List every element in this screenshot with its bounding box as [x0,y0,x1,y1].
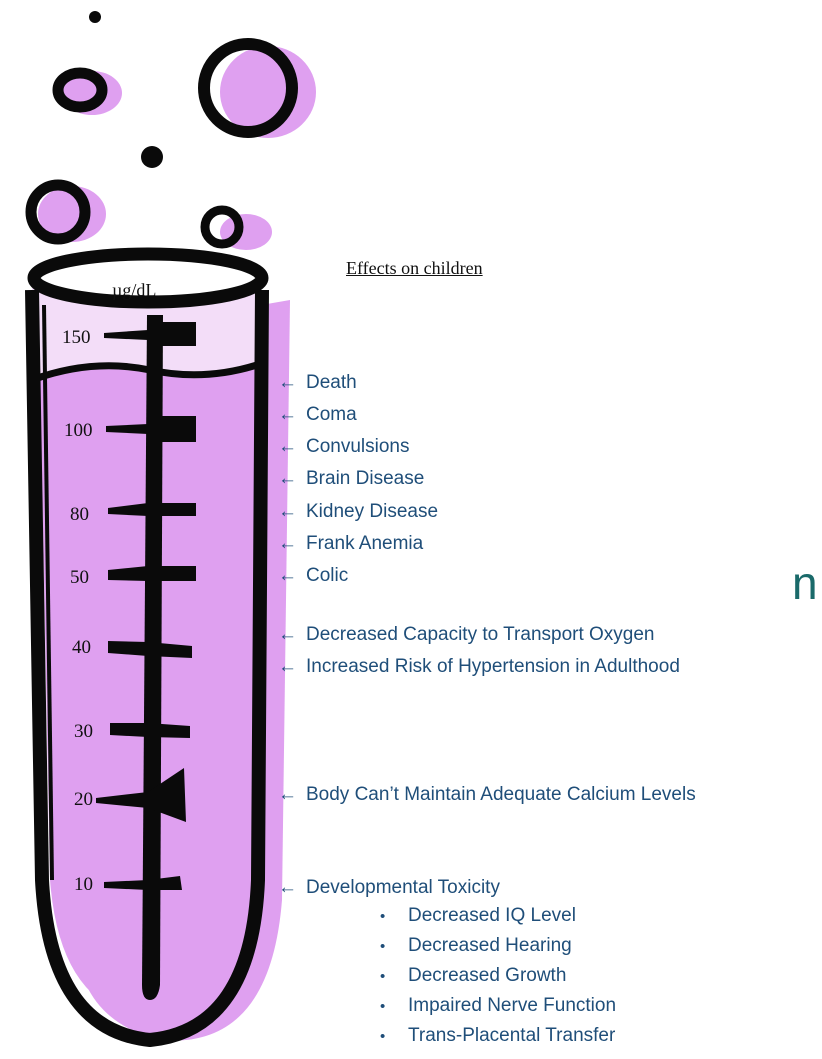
arrow-left-icon: ← [278,564,306,588]
developmental-effect-item: •Decreased Growth [380,964,566,989]
effect-label: Frank Anemia [306,533,423,554]
developmental-effect-label: Trans-Placental Transfer [408,1025,615,1046]
effect-item: ←Kidney Disease [278,500,438,524]
bubble-dot [89,11,101,23]
bullet-icon: • [380,1025,408,1049]
tick-label-50: 50 [70,567,89,588]
effect-item: ←Death [278,371,357,395]
effect-label: Body Can’t Maintain Adequate Calcium Lev… [306,784,696,805]
arrow-left-icon: ← [278,532,306,556]
effect-label: Colic [306,565,348,586]
effect-item: ←Coma [278,403,357,427]
tick-label-40: 40 [72,637,91,658]
developmental-effect-label: Decreased IQ Level [408,905,576,926]
effect-label: Death [306,372,357,393]
unit-label: µg/dL [112,280,156,300]
cropped-edge-letter: n [792,556,818,610]
tick-label-150: 150 [62,327,91,348]
arrow-left-icon: ← [278,500,306,524]
tick-label-80: 80 [70,504,89,525]
arrow-left-icon: ← [278,623,306,647]
effect-label: Developmental Toxicity [306,877,500,898]
developmental-effect-item: •Trans-Placental Transfer [380,1024,615,1049]
effect-item: ←Frank Anemia [278,532,423,556]
effect-label: Brain Disease [306,468,424,489]
tick-label-100: 100 [64,420,93,441]
effect-item: ←Colic [278,564,348,588]
effect-label: Kidney Disease [306,501,438,522]
effect-item: ←Increased Risk of Hypertension in Adult… [278,655,680,679]
developmental-effect-label: Decreased Growth [408,965,566,986]
tick-label-30: 30 [74,721,93,742]
arrow-left-icon: ← [278,876,306,900]
effect-item: ←Convulsions [278,435,410,459]
arrow-left-icon: ← [278,655,306,679]
developmental-effect-label: Decreased Hearing [408,935,572,956]
arrow-left-icon: ← [278,783,306,807]
developmental-effect-label: Impaired Nerve Function [408,995,616,1016]
tick-label-10: 10 [74,874,93,895]
bubble-dot [141,146,163,168]
bubbles [31,11,316,250]
bullet-icon: • [380,905,408,929]
arrow-left-icon: ← [278,403,306,427]
effect-item: ←Brain Disease [278,467,424,491]
effect-item: ←Body Can’t Maintain Adequate Calcium Le… [278,783,696,807]
arrow-left-icon: ← [278,435,306,459]
developmental-effect-item: •Decreased Hearing [380,934,572,959]
bullet-icon: • [380,965,408,989]
effect-label: Decreased Capacity to Transport Oxygen [306,624,655,645]
bullet-icon: • [380,935,408,959]
effect-item: ←Developmental Toxicity [278,876,500,900]
arrow-left-icon: ← [278,467,306,491]
tick-label-20: 20 [74,789,93,810]
effect-label: Increased Risk of Hypertension in Adulth… [306,656,680,677]
developmental-effect-item: •Decreased IQ Level [380,904,576,929]
effects-heading: Effects on children [346,258,483,279]
arrow-left-icon: ← [278,371,306,395]
bullet-icon: • [380,995,408,1019]
effect-label: Convulsions [306,436,410,457]
developmental-effect-item: •Impaired Nerve Function [380,994,616,1019]
effect-label: Coma [306,404,357,425]
effect-item: ←Decreased Capacity to Transport Oxygen [278,623,655,647]
